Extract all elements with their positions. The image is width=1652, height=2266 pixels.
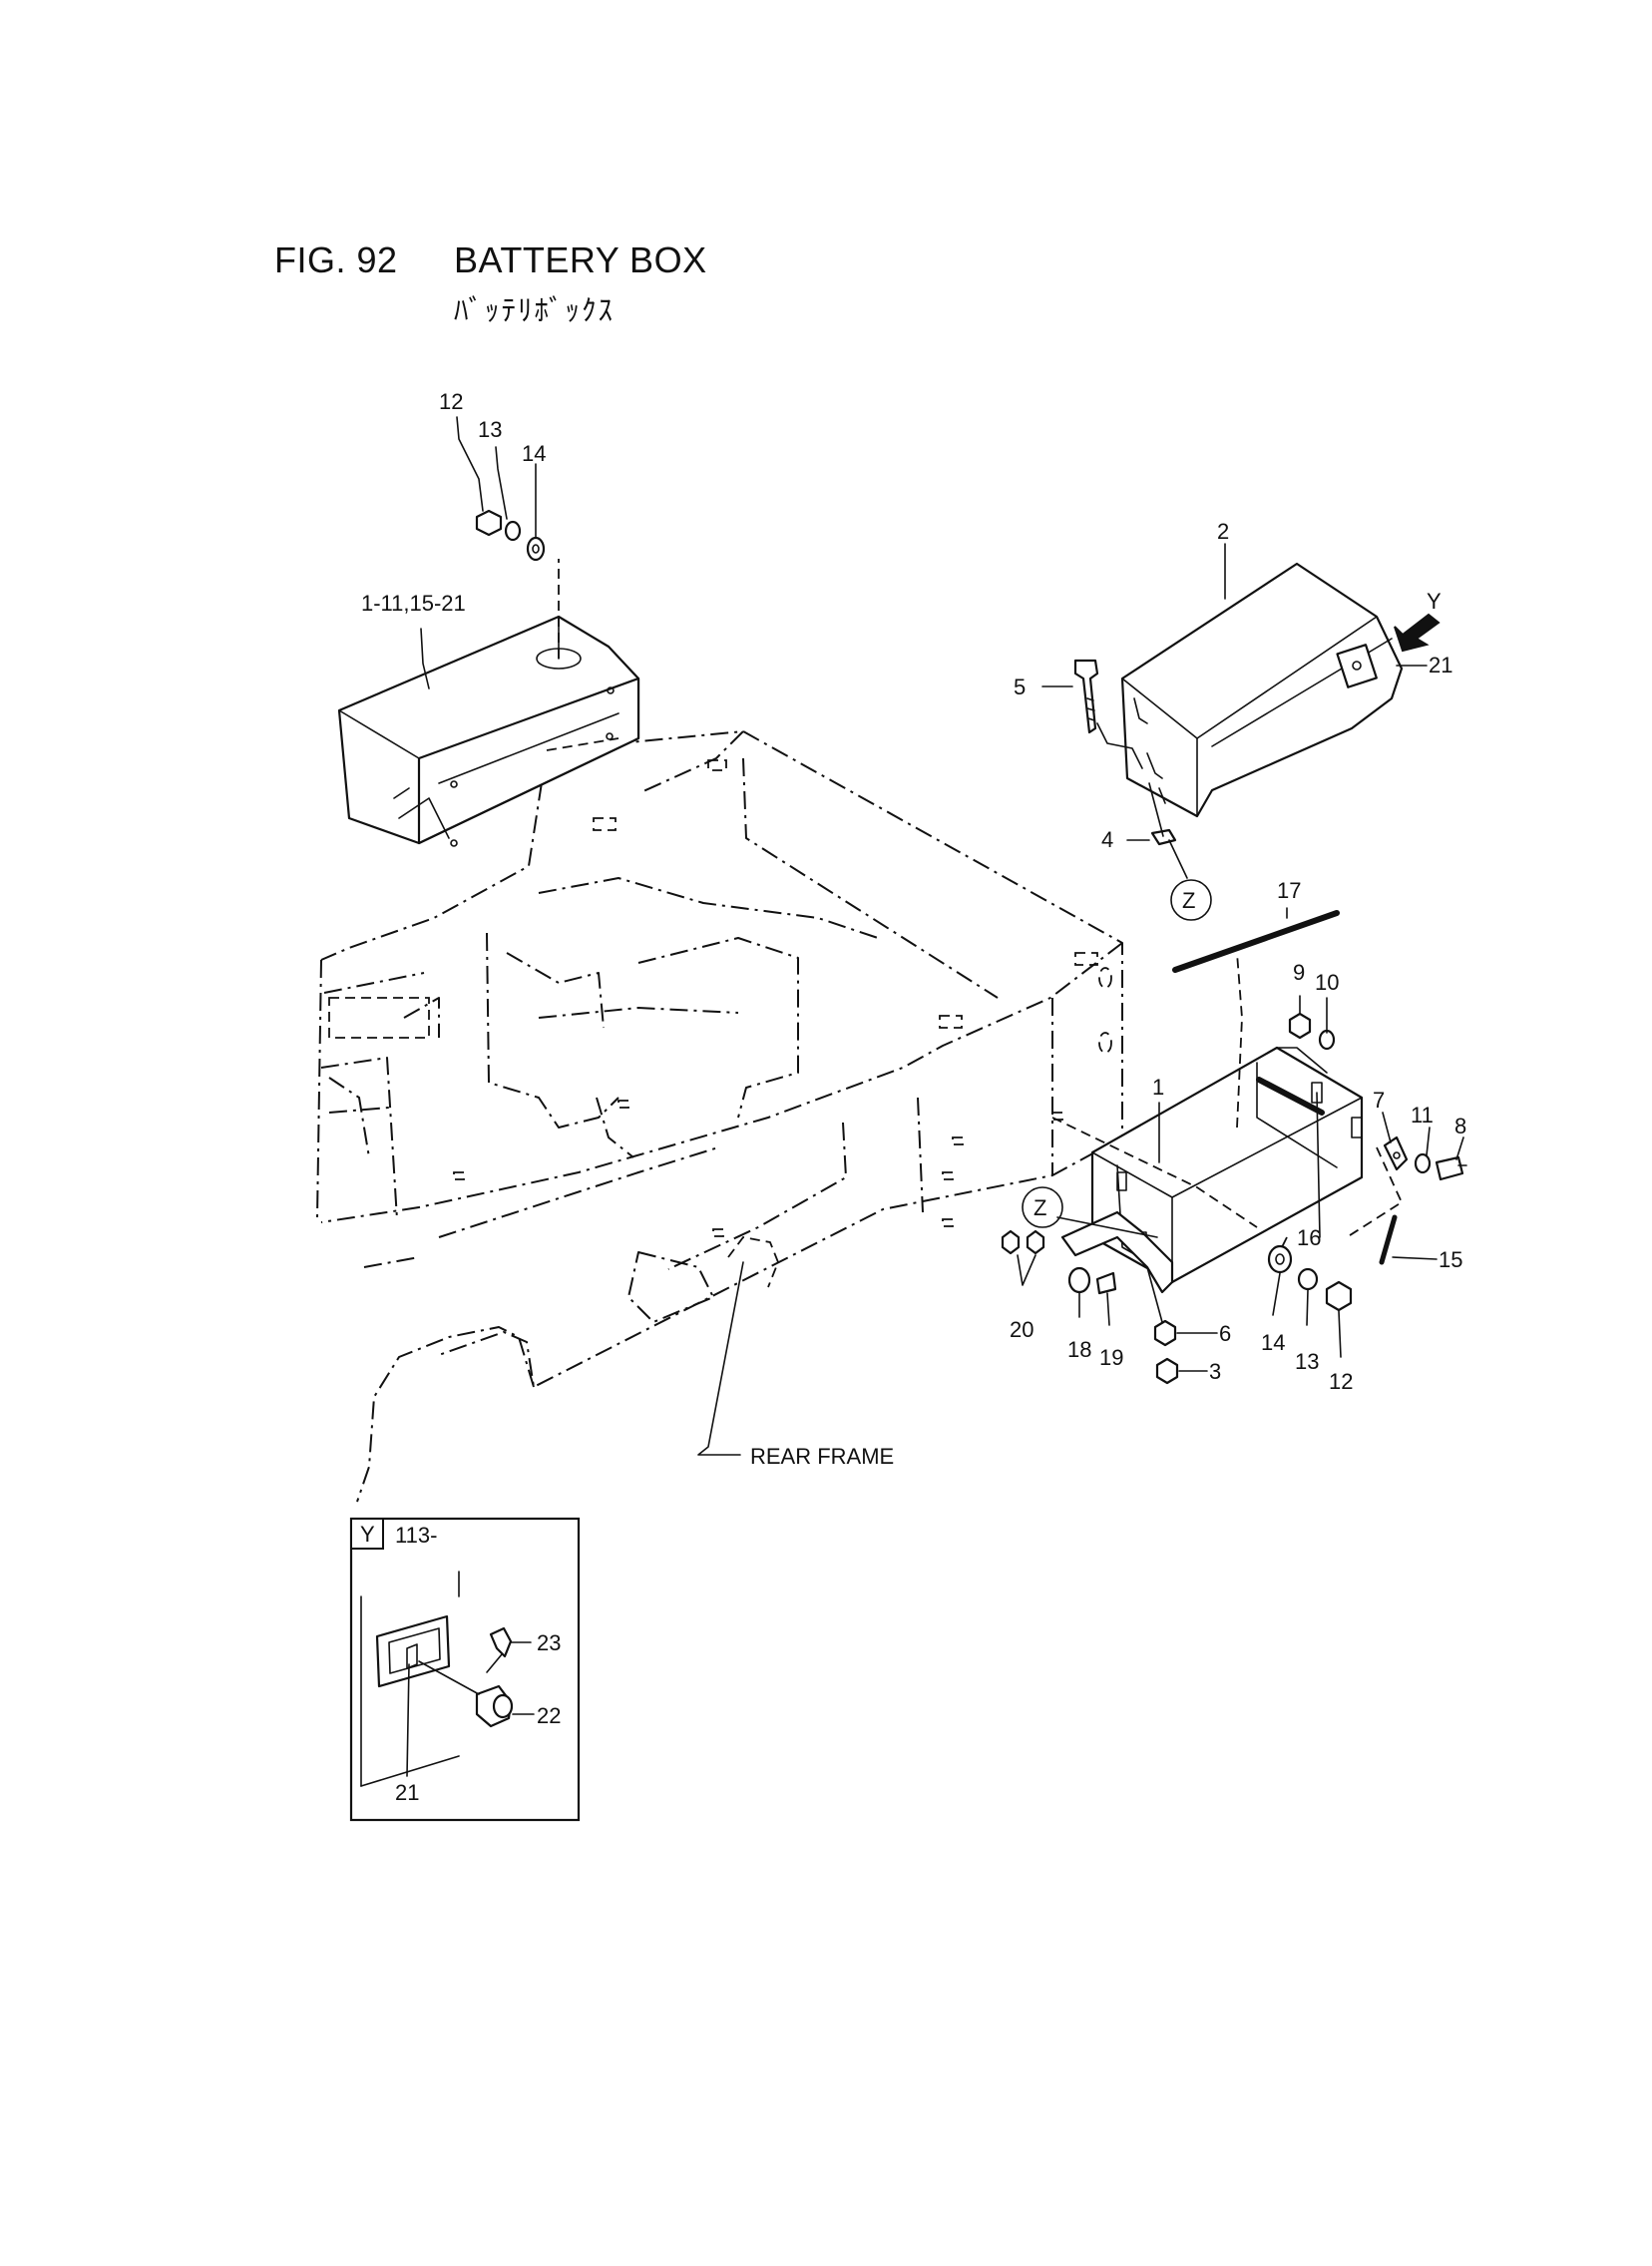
callout-3: 3 [1209, 1359, 1221, 1384]
callout-8: 8 [1454, 1114, 1466, 1138]
figure-title: BATTERY BOX [454, 239, 707, 280]
nut-12-bottom [1325, 1280, 1353, 1312]
callout-21: 21 [1429, 653, 1452, 678]
rod-16 [1256, 1077, 1325, 1116]
callout-21-detail: 21 [395, 1780, 419, 1805]
callout-5: 5 [1014, 675, 1026, 699]
battery-box-installed [337, 559, 640, 847]
washer-11 [1414, 1152, 1432, 1174]
nut-20a [1001, 1229, 1021, 1255]
detail-view-y: Y 113- 23 22 21 [349, 1517, 581, 1822]
view-z-circle-top [1170, 879, 1212, 921]
callout-9: 9 [1293, 960, 1305, 985]
callout-17: 17 [1277, 878, 1301, 903]
nut-6 [1153, 1319, 1177, 1347]
rear-frame-outline [316, 730, 1123, 1388]
lock-21-on-cover [1336, 644, 1378, 688]
callout-22: 22 [537, 1703, 561, 1728]
view-y-label: Y [1427, 589, 1442, 614]
callout-20: 20 [1010, 1317, 1033, 1342]
battery-tray [1051, 952, 1404, 1284]
hold-down-strap [1022, 1186, 1174, 1294]
view-z-circle-bottom [1022, 1186, 1063, 1228]
bolt-8 [1435, 1155, 1464, 1181]
callout-labels: 12 13 14 1-11,15-21 2 Y 21 5 4 Z 17 9 10… [361, 389, 1466, 1469]
callout-4: 4 [1101, 827, 1113, 852]
callout-12-bottom: 12 [1329, 1369, 1353, 1394]
callout-15: 15 [1439, 1247, 1462, 1272]
view-z-label-top: Z [1182, 888, 1195, 913]
clip-23 [489, 1626, 513, 1658]
nut-20b [1026, 1229, 1045, 1255]
lock-washer-13-bottom [1297, 1267, 1319, 1291]
callout-12-top: 12 [439, 389, 463, 414]
nut-3 [1155, 1357, 1179, 1385]
callout-7: 7 [1373, 1088, 1385, 1113]
lock-washer-13-top [504, 520, 522, 542]
cutaway-line [356, 1326, 535, 1503]
view-z-label-bottom: Z [1033, 1195, 1046, 1220]
rod-17 [1172, 910, 1340, 973]
callout-13-top: 13 [478, 417, 502, 442]
nut-12-top [475, 509, 503, 537]
detail-serial-range: 113- [395, 1523, 437, 1548]
bolt-19 [1095, 1271, 1117, 1295]
leader-lines [697, 543, 1464, 1456]
callout-18: 18 [1067, 1337, 1091, 1362]
clip-4 [1150, 828, 1177, 846]
callout-11: 11 [1411, 1103, 1434, 1128]
callout-14-bottom: 14 [1261, 1330, 1285, 1355]
figure-number: FIG. 92 [274, 239, 398, 280]
callout-13-bottom: 13 [1295, 1349, 1319, 1374]
battery-cover [1120, 562, 1404, 818]
top-hardware [420, 416, 546, 689]
callout-14-top: 14 [522, 441, 546, 466]
callout-16: 16 [1297, 1225, 1321, 1250]
washer-14-top [526, 536, 546, 562]
washer-14-bottom [1267, 1244, 1293, 1274]
collar-18 [1067, 1266, 1091, 1294]
wire-15 [1379, 1214, 1398, 1265]
callout-2: 2 [1217, 519, 1229, 544]
callout-10: 10 [1315, 970, 1339, 995]
callout-19: 19 [1099, 1345, 1123, 1370]
view-y-arrow [1394, 613, 1441, 653]
rear-frame-label: REAR FRAME [750, 1444, 894, 1469]
callout-6: 6 [1219, 1321, 1231, 1346]
assembly-ref-label: 1-11,15-21 [361, 591, 466, 616]
callout-23: 23 [537, 1630, 561, 1655]
callout-1: 1 [1152, 1075, 1164, 1100]
nut-9 [1288, 1012, 1312, 1040]
figure-subtitle: ﾊﾞｯﾃﾘﾎﾞｯｸｽ [454, 293, 616, 327]
bolt-5 [1073, 659, 1143, 769]
plate-7 [1383, 1135, 1409, 1171]
detail-view-letter: Y [360, 1522, 375, 1547]
